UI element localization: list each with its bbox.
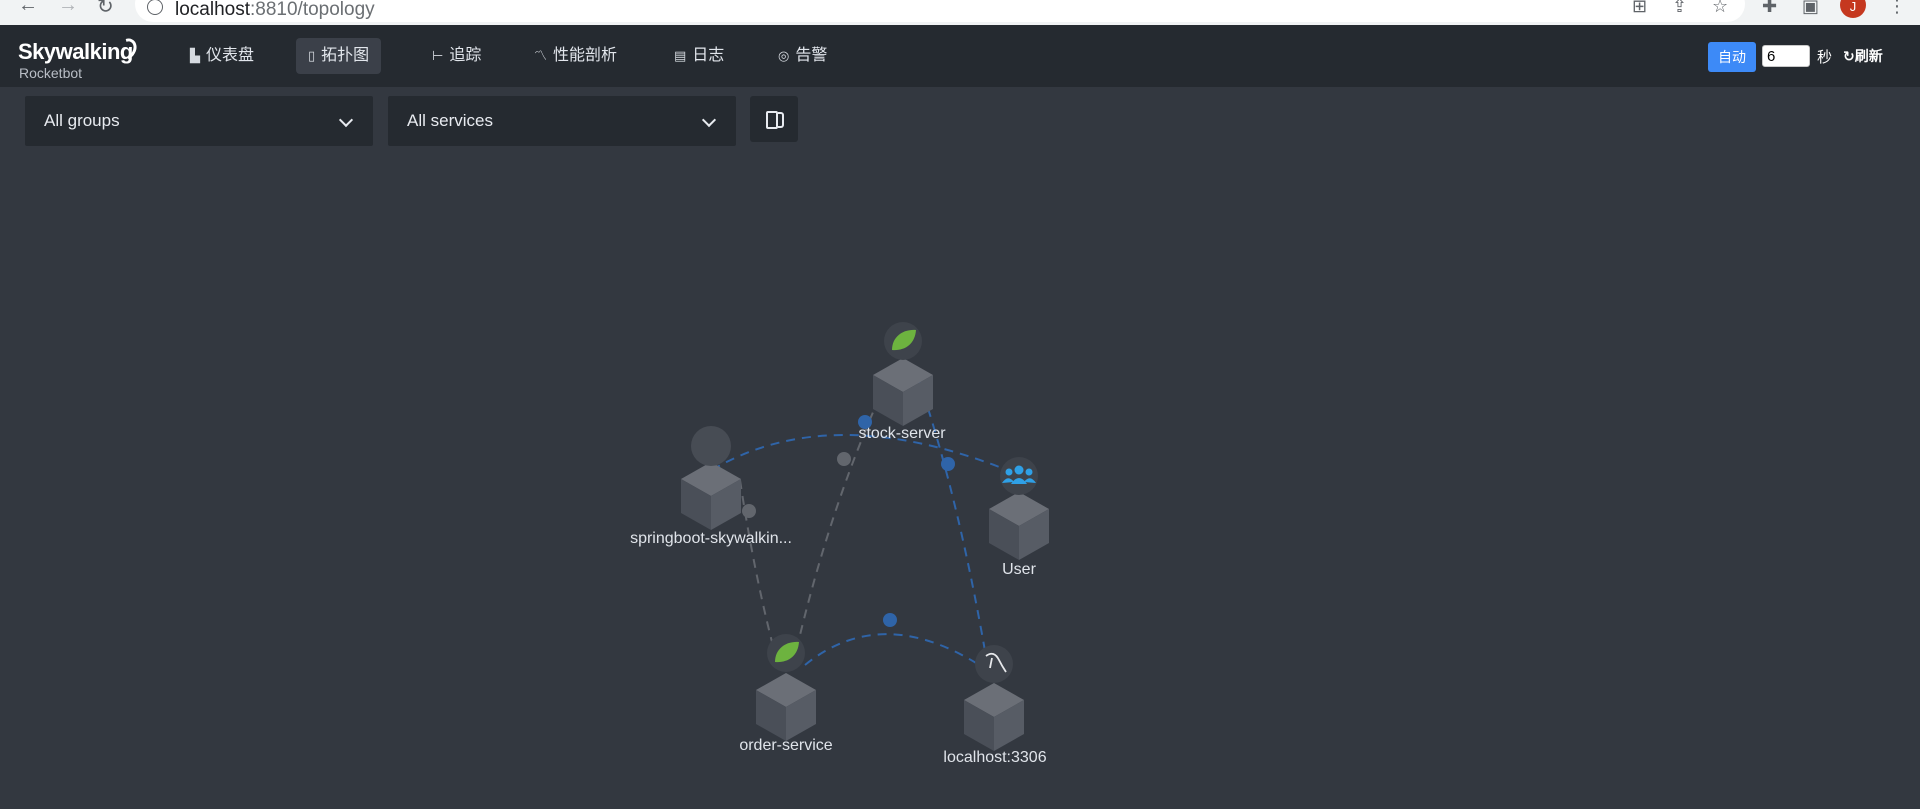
- info-icon[interactable]: [147, 0, 163, 15]
- share-icon[interactable]: ⇪: [1672, 0, 1688, 16]
- side-panel-icon[interactable]: ▣: [1802, 0, 1820, 16]
- node-mysql[interactable]: [964, 645, 1024, 751]
- browser-toolbar: ← → ↻ localhost:8810/topology ⊞ ⇪ ☆ ✚ ▣ …: [0, 0, 1920, 25]
- profile-icon: 〽: [534, 48, 548, 63]
- nav-topology[interactable]: ▯ 拓扑图: [296, 38, 382, 74]
- edge-midpoint-dot: [742, 504, 756, 518]
- edge-order-stock: [792, 367, 894, 666]
- edge-midpoint-dot: [858, 415, 872, 429]
- bar-chart-icon: ▙: [190, 48, 200, 63]
- topology-icon: ▯: [308, 48, 316, 63]
- nav-label: 仪表盘: [206, 47, 255, 64]
- nav-dashboard[interactable]: ▙ 仪表盘: [178, 38, 266, 74]
- logo[interactable]: Skywalking: [18, 39, 133, 64]
- url-path: :8810/topology: [250, 0, 375, 20]
- nav-label: 拓扑图: [321, 47, 370, 64]
- interval-unit: 秒: [1817, 49, 1833, 66]
- translate-icon[interactable]: ⊞: [1632, 0, 1648, 16]
- mysql-dolphin-icon: [985, 652, 1007, 673]
- nav-log[interactable]: ▤ 日志: [662, 38, 736, 74]
- node-label-stock-server[interactable]: stock-server: [858, 425, 946, 442]
- edge-order-mysql: [804, 633, 991, 673]
- layout-toggle-button[interactable]: [750, 96, 798, 142]
- url-host: localhost: [175, 0, 250, 20]
- back-icon[interactable]: ←: [18, 0, 38, 16]
- node-stock-server[interactable]: [873, 322, 933, 426]
- users-icon: [1002, 465, 1036, 484]
- edge-midpoint-dot: [941, 457, 955, 471]
- nav-trace[interactable]: ⊢ 追踪: [420, 38, 493, 74]
- alarm-icon: ◎: [778, 48, 790, 63]
- nav-label: 日志: [692, 47, 725, 64]
- nav-profile[interactable]: 〽性能剖析: [522, 38, 629, 74]
- extensions-icon[interactable]: ✚: [1762, 0, 1778, 16]
- node-user[interactable]: [989, 457, 1049, 560]
- node-label-mysql[interactable]: localhost:3306: [943, 749, 1047, 766]
- spring-leaf-icon: [775, 641, 799, 663]
- unknown-service-icon: [691, 426, 731, 466]
- node-order-service[interactable]: [756, 634, 816, 741]
- group-select[interactable]: All groups: [25, 96, 373, 146]
- refresh-button[interactable]: ↻刷新: [1843, 46, 1883, 66]
- nav-label: 追踪: [449, 47, 482, 64]
- refresh-interval-input[interactable]: [1762, 45, 1810, 67]
- layout-icon: [766, 111, 778, 129]
- service-select[interactable]: All services: [388, 96, 736, 146]
- refresh-label: 刷新: [1854, 48, 1883, 64]
- address-bar[interactable]: localhost:8810/topology: [135, 0, 1745, 22]
- forward-icon[interactable]: →: [58, 0, 78, 16]
- nav-label: 性能剖析: [553, 47, 618, 64]
- edge-stock-mysql: [917, 377, 991, 681]
- profile-avatar[interactable]: J: [1840, 0, 1866, 18]
- edge-midpoint-dot: [837, 452, 851, 466]
- node-springboot-skywalking[interactable]: [681, 426, 741, 530]
- log-icon: ▤: [674, 48, 687, 63]
- group-select-value: All groups: [44, 111, 120, 130]
- node-label-springboot[interactable]: springboot-skywalkin...: [630, 530, 792, 547]
- nav-alarm[interactable]: ◎ 告警: [766, 38, 839, 74]
- logo-subtitle: Rocketbot: [19, 65, 83, 81]
- refresh-icon: ↻: [1843, 48, 1855, 64]
- spring-leaf-icon: [892, 329, 916, 351]
- bookmark-star-icon[interactable]: ☆: [1712, 0, 1729, 16]
- topology-edges: [711, 367, 1008, 681]
- edge-springboot-stock: [711, 434, 1008, 471]
- reload-icon[interactable]: ↻: [97, 0, 114, 18]
- nav-label: 告警: [795, 47, 828, 64]
- trace-icon: ⊢: [432, 48, 444, 63]
- node-label-order-service[interactable]: order-service: [739, 737, 833, 754]
- service-select-value: All services: [407, 111, 493, 130]
- auto-refresh-button[interactable]: 自动: [1708, 42, 1756, 72]
- node-label-user[interactable]: User: [1002, 561, 1036, 578]
- edge-midpoint-dot: [883, 613, 897, 627]
- browser-menu-icon[interactable]: ⋮: [1888, 0, 1906, 16]
- app-header: Skywalking Rocketbot ▙ 仪表盘 ▯ 拓扑图 ⊢ 追踪 〽性能剖析…: [0, 25, 1920, 87]
